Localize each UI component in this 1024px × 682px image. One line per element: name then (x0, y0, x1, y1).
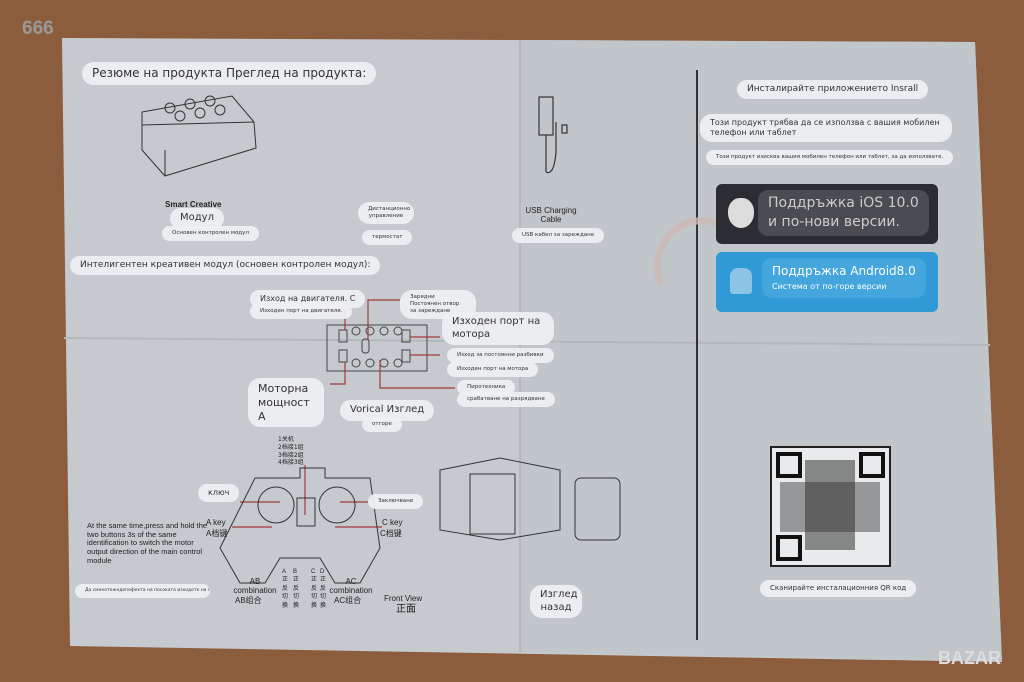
vertical-view-label: Vorical Изглед (340, 400, 435, 421)
android-line-1: Поддръжка Android8.0 (772, 264, 916, 278)
motor-output-c-sub: Изходен порт на двигателя. (250, 304, 353, 319)
product-summary-title: Резюме на продукта Преглед на продукта: (82, 62, 377, 85)
module-sub: Основен контролен модул (162, 226, 259, 241)
key-left-label: ключ (198, 484, 240, 502)
c-key-cn: C档键 (380, 529, 402, 538)
mode-1: 1关机 (278, 436, 294, 443)
remote-label: Дистанционно управление (358, 202, 414, 224)
a-key-label: A key (206, 518, 226, 527)
col-b: B 正 反 切 换 (293, 569, 300, 609)
android-support-button[interactable]: Поддръжка Android8.0 Система от по-горе … (716, 252, 938, 312)
front-view-cn: 正面 (396, 604, 416, 615)
rear-view-label: Изглед назад (530, 585, 582, 618)
small-label-1: Изход за постоянни разбивки (447, 348, 554, 363)
vertical-view-sub: отгоре (362, 417, 402, 432)
android-icon (730, 268, 752, 294)
module-caption-en: Smart Creative (165, 200, 222, 209)
controller-illustration (219, 467, 381, 584)
ac-combination: AC combination (329, 577, 373, 596)
ios-line-1: Поддръжка iOS 10.0 (768, 195, 919, 211)
ios-line-2: и по-нови версии. (768, 213, 900, 230)
usb-sub: USB кабел за зареждане (512, 228, 605, 243)
module-label: Модул (170, 208, 224, 229)
ab-combination-cn: AB组合 (235, 596, 262, 605)
qr-caption: Сканирайте инсталационния QR код (760, 580, 917, 597)
intelligent-module-heading: Интелигентен креативен модул (основен ко… (70, 256, 381, 276)
mode-3: 3档接2组 (278, 451, 304, 459)
qr-code (770, 446, 891, 567)
image-number-badge: 666 (22, 18, 54, 39)
c-key-label: C key (382, 518, 403, 527)
pyro-sub: срабатване на разрядване (457, 392, 555, 407)
instructions-text: At the same time,press and hold the two … (87, 522, 208, 565)
front-view: Front View (384, 594, 423, 603)
ac-combination-cn: AC组合 (334, 596, 362, 605)
mode-4: 4档接3组 (278, 459, 304, 467)
controller-modes: 1关机 2档接1组 3档接2组 4档接3组 (278, 436, 304, 467)
rear-view-illustration (439, 457, 621, 541)
remote-sub: термостат (362, 230, 413, 245)
motor-power-a: Моторна мощност A (248, 378, 324, 428)
use-with-phone-text: Този продукт трябва да се използва с ваш… (700, 114, 952, 142)
mode-2: 2档接1组 (278, 443, 304, 451)
install-app-title: Инсталирайте приложението Insrall (737, 80, 929, 100)
ab-combination: AB combination (233, 577, 277, 596)
output-port-label: Изходен порт на мотора (442, 312, 554, 345)
watermark-logo: BAZAR (938, 648, 1001, 668)
col-d: D 正 反 切 换 (320, 569, 327, 609)
usb-caption: USB Charging Cable (525, 206, 577, 225)
android-line-2: Система от по-горе версии (772, 282, 887, 292)
requires-phone-text: Този продукт изисква вашия мобилен телеф… (706, 150, 954, 165)
apple-icon (728, 198, 754, 228)
hub-diagram (326, 324, 428, 372)
key-right-label: Заключване (368, 494, 424, 509)
col-c: C 正 反 切 换 (311, 569, 318, 609)
col-a: A 正 反 切 换 (282, 569, 289, 609)
a-key-cn: A档键 (206, 529, 228, 538)
usb-cable-illustration (538, 96, 568, 174)
loading-spinner (654, 217, 724, 287)
pyro-label: Пиротехника (457, 380, 516, 395)
small-label-2: Изходен порт на мотора (447, 362, 539, 377)
module-illustration (141, 95, 257, 177)
instructions-translation: Да сменотежедепефекта на посоката изходо… (75, 584, 210, 598)
ios-support-button[interactable]: Поддръжка iOS 10.0 и по-нови версии. (716, 184, 938, 244)
motor-output-c: Изход на двигателя. C (250, 290, 366, 308)
